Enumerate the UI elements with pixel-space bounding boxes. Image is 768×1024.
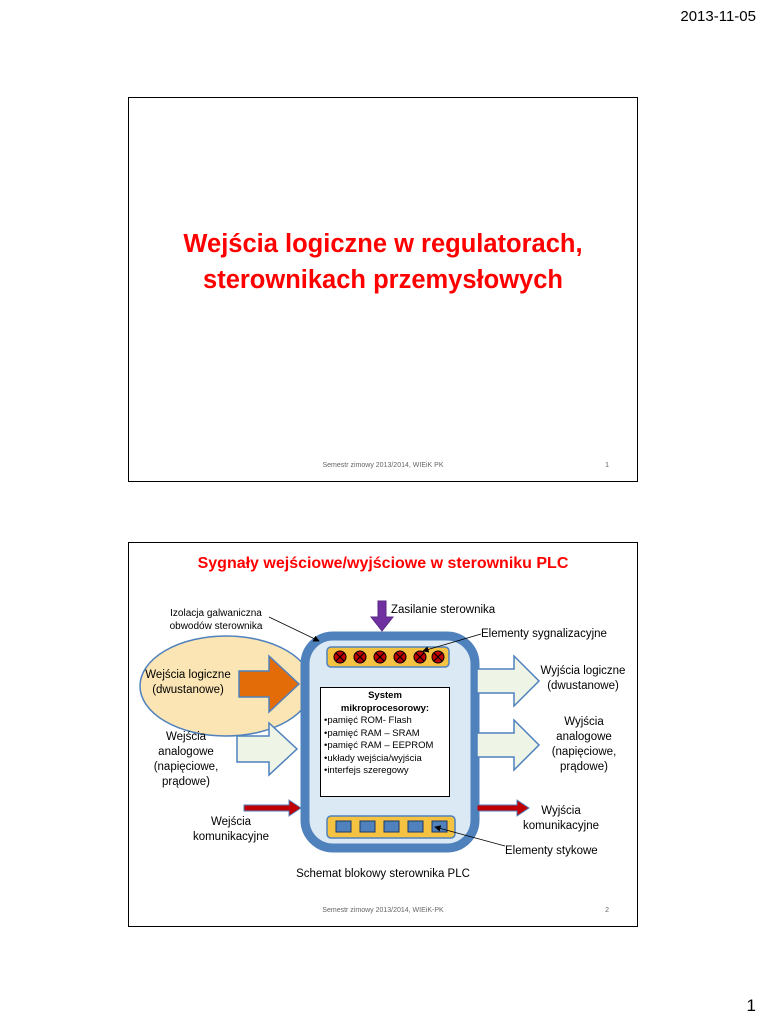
diagram-caption: Schemat blokowy sterownika PLC (296, 868, 470, 880)
power-label: Zasilanie sterownika (391, 604, 496, 616)
power-arrow-icon (369, 600, 395, 632)
slide-1-footer: Semestr zimowy 2013/2014, WIEiK PK (322, 462, 444, 469)
analog-input-arrow-icon (236, 721, 299, 777)
isolation-label-line-2: obwodów sterownika (169, 621, 263, 632)
analog-output-label-line-1: Wyjścia (564, 716, 604, 728)
connector-icon (383, 820, 400, 833)
system-item: •interfejs szeregowy (324, 765, 409, 776)
analog-input-label-line-4: prądowe) (162, 776, 210, 788)
connectors-pointer (434, 825, 506, 847)
comm-input-label-line-1: Wejścia (210, 816, 252, 828)
logic-output-label-line-1: Wyjścia logiczne (540, 665, 626, 677)
comm-output-arrow-icon (476, 799, 530, 817)
signal-lamp-icon (431, 650, 445, 664)
system-item: •pamięć RAM – EEPROM (324, 740, 434, 751)
logic-output-arrow-icon (476, 654, 541, 708)
connectors-label: Elementy stykowe (505, 845, 598, 857)
logic-output-label: Wyjścia logiczne (dwustanowe) (529, 664, 637, 694)
page-date: 2013-11-05 (680, 8, 756, 25)
analog-output-label-line-4: prądowe) (560, 761, 608, 773)
logic-input-arrow-icon (238, 654, 301, 714)
analog-output-arrow-icon (476, 718, 541, 772)
signal-lamp-icon (373, 650, 387, 664)
analog-output-label: Wyjścia analogowe (napięciowe, prądowe) (534, 715, 634, 775)
page-number: 1 (746, 996, 756, 1015)
logic-output-label-line-2: (dwustanowe) (547, 680, 619, 692)
slide-1: Wejścia logiczne w regulatorach, sterown… (128, 97, 638, 482)
signal-lamp-icon (333, 650, 347, 664)
connector-icon (431, 820, 448, 833)
logic-input-label: Wejścia logiczne (dwustanowe) (143, 668, 233, 698)
comm-input-label: Wejścia komunikacyjne (181, 815, 281, 845)
analog-input-label-line-2: analogowe (158, 746, 214, 758)
logic-input-label-line-2: (dwustanowe) (152, 684, 224, 696)
slide-2: Sygnały wejściowe/wyjściowe w sterowniku… (128, 542, 638, 927)
signal-lamp-icon (413, 650, 427, 664)
slide-2-footer: Semestr zimowy 2013/2014, WIEiK-PK (322, 907, 444, 914)
system-heading-line-2: mikroprocesorowy: (340, 702, 430, 714)
connector-icon (407, 820, 424, 833)
connector-icon (359, 820, 376, 833)
comm-output-label-line-1: Wyjścia (541, 805, 581, 817)
system-item: •pamięć RAM – SRAM (324, 727, 420, 739)
slide-1-number: 1 (605, 462, 609, 469)
analog-output-label-line-3: (napięciowe, (551, 746, 617, 758)
isolation-pointer (268, 616, 320, 642)
signaling-pointer (422, 633, 482, 653)
signaling-label: Elementy sygnalizacyjne (481, 628, 607, 640)
system-item: •układy wejścia/wyjścia (324, 752, 422, 764)
comm-input-label-line-2: komunikacyjne (192, 831, 270, 843)
analog-input-label: Wejścia analogowe (napięciowe, prądowe) (141, 730, 231, 790)
connector-icon (335, 820, 352, 833)
signal-lamp-icon (393, 650, 407, 664)
analog-input-label-line-3: (napięciowe, (153, 761, 219, 773)
logic-input-label-line-1: Wejścia logiczne (145, 669, 231, 681)
system-heading-line-1: System (368, 690, 402, 701)
microprocessor-system-box: System mikroprocesorowy: •pamięć ROM- Fl… (320, 687, 450, 797)
analog-output-label-line-2: analogowe (556, 731, 612, 743)
isolation-label-line-1: Izolacja galwaniczna (170, 608, 262, 619)
signal-lamps (333, 650, 445, 664)
slide-1-title-line-1: Wejścia logiczne w regulatorach, (183, 230, 583, 258)
slide-1-title-line-2: sterownikach przemysłowych (203, 266, 563, 294)
analog-input-label-line-1: Wejścia (165, 731, 207, 743)
system-item: •pamięć ROM- Flash (324, 715, 412, 726)
slide-2-number: 2 (605, 907, 609, 914)
slide-2-title: Sygnały wejściowe/wyjściowe w sterowniku… (197, 555, 569, 572)
isolation-label: Izolacja galwaniczna obwodów sterownika (149, 607, 283, 633)
comm-input-arrow-icon (243, 799, 302, 817)
comm-output-label-line-2: komunikacyjne (522, 820, 600, 832)
comm-output-label: Wyjścia komunikacyjne (511, 804, 611, 834)
slide-1-title: Wejścia logiczne w regulatorach, sterown… (129, 226, 637, 298)
signal-lamp-icon (353, 650, 367, 664)
